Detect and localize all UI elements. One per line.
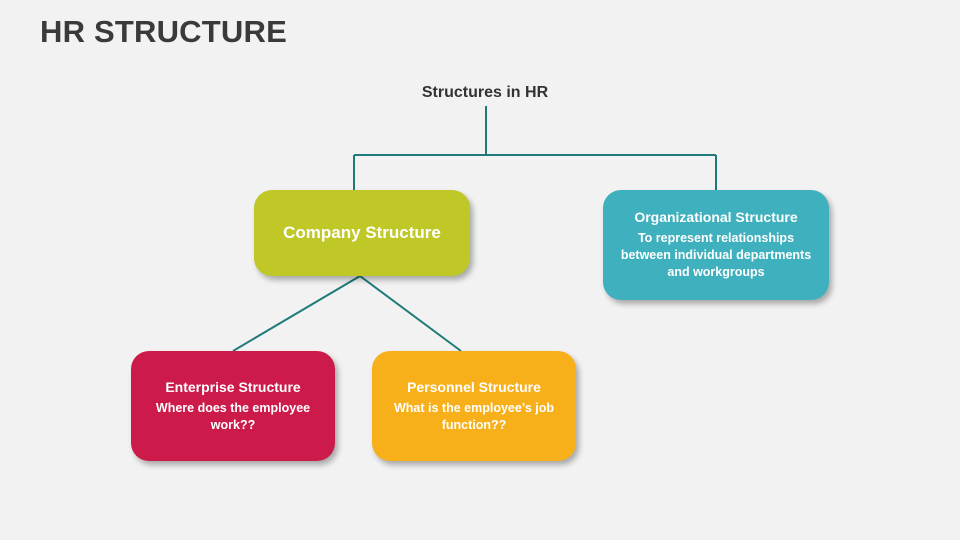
organizational-structure-title: Organizational Structure [634, 209, 798, 225]
enterprise-structure-title: Enterprise Structure [165, 378, 301, 395]
personnel-structure-description: What is the employee’s job function?? [394, 400, 554, 432]
company-structure-node: Company Structure [254, 190, 470, 276]
enterprise-structure-description: Where does the employee work?? [155, 400, 311, 432]
personnel-structure-title: Personnel Structure [407, 378, 541, 395]
company-structure-title: Company Structure [283, 223, 441, 242]
organizational-structure-node: Organizational Structure To represent re… [603, 190, 829, 300]
enterprise-structure-node: Enterprise Structure Where does the empl… [131, 351, 335, 461]
personnel-branch-line [359, 275, 462, 352]
page-title: HR STRUCTURE [40, 14, 287, 49]
personnel-structure-node: Personnel Structure What is the employee… [372, 351, 576, 461]
organizational-structure-description: To represent relationships between indiv… [620, 231, 812, 279]
enterprise-branch-line [232, 275, 361, 352]
root-node-label: Structures in HR [421, 84, 549, 101]
